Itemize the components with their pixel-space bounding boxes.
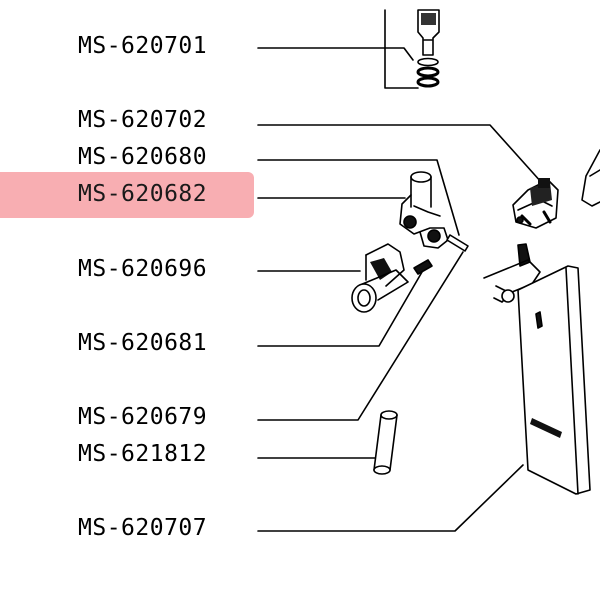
part-label-ms-620680[interactable]: MS-620680 (78, 144, 208, 170)
leader-ms-620679 (257, 251, 464, 421)
leader-ms-620707 (257, 464, 524, 532)
leader-ms-620701 (257, 47, 414, 61)
leader-lines (257, 9, 543, 532)
part-label-ms-621812[interactable]: MS-621812 (78, 441, 208, 467)
hinge-part-icon (399, 171, 449, 249)
valve-part-icon (416, 9, 440, 88)
part-label-ms-620682[interactable]: MS-620682 (78, 181, 208, 207)
part-label-ms-620696[interactable]: MS-620696 (78, 256, 208, 282)
leader-ms-620680 (257, 159, 460, 236)
bracket-part-icon (512, 178, 559, 229)
highlight-band (0, 172, 254, 218)
part-label-ms-620701[interactable]: MS-620701 (78, 33, 208, 59)
bracket-ms-620701 (384, 9, 419, 89)
part-label-ms-620707[interactable]: MS-620707 (78, 515, 208, 541)
partial-part-icon (581, 149, 600, 207)
knob-part-icon (351, 243, 409, 313)
leader-ms-620702 (257, 124, 543, 184)
tube-part-icon (373, 410, 398, 475)
part-label-ms-620679[interactable]: MS-620679 (78, 404, 208, 430)
part-label-ms-620681[interactable]: MS-620681 (78, 330, 208, 356)
part-label-ms-620702[interactable]: MS-620702 (78, 107, 208, 133)
spring-part-icon (413, 259, 433, 275)
leader-ms-620681 (257, 271, 423, 347)
handle-part-icon (483, 243, 591, 495)
pin-part-icon (446, 234, 469, 252)
